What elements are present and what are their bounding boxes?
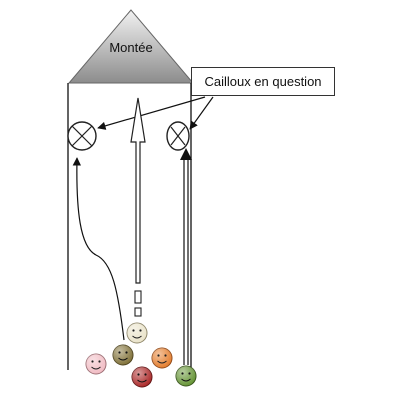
climber-face-red bbox=[131, 366, 153, 388]
callout-box: Cailloux en question bbox=[191, 67, 335, 96]
callout-arrow-right bbox=[189, 96, 214, 130]
climber-face-green bbox=[175, 365, 197, 387]
left-hold-marker bbox=[67, 121, 97, 151]
curved-route-arrow bbox=[72, 157, 125, 341]
climber-face-cream bbox=[126, 322, 148, 344]
arrow-dash-1 bbox=[134, 290, 142, 304]
climber-face-orange bbox=[151, 347, 173, 369]
summit-triangle bbox=[67, 9, 195, 84]
callout-label: Cailloux en question bbox=[204, 74, 322, 89]
climber-face-pink bbox=[85, 353, 107, 375]
right-route-arrowhead bbox=[180, 148, 192, 160]
right-hold-marker bbox=[166, 121, 190, 151]
arrow-dash-2 bbox=[134, 307, 142, 317]
callout-arrow-left bbox=[97, 96, 206, 130]
summit-label: Montée bbox=[109, 40, 152, 55]
climber-face-olive bbox=[112, 344, 134, 366]
main-climb-arrow bbox=[130, 97, 146, 284]
